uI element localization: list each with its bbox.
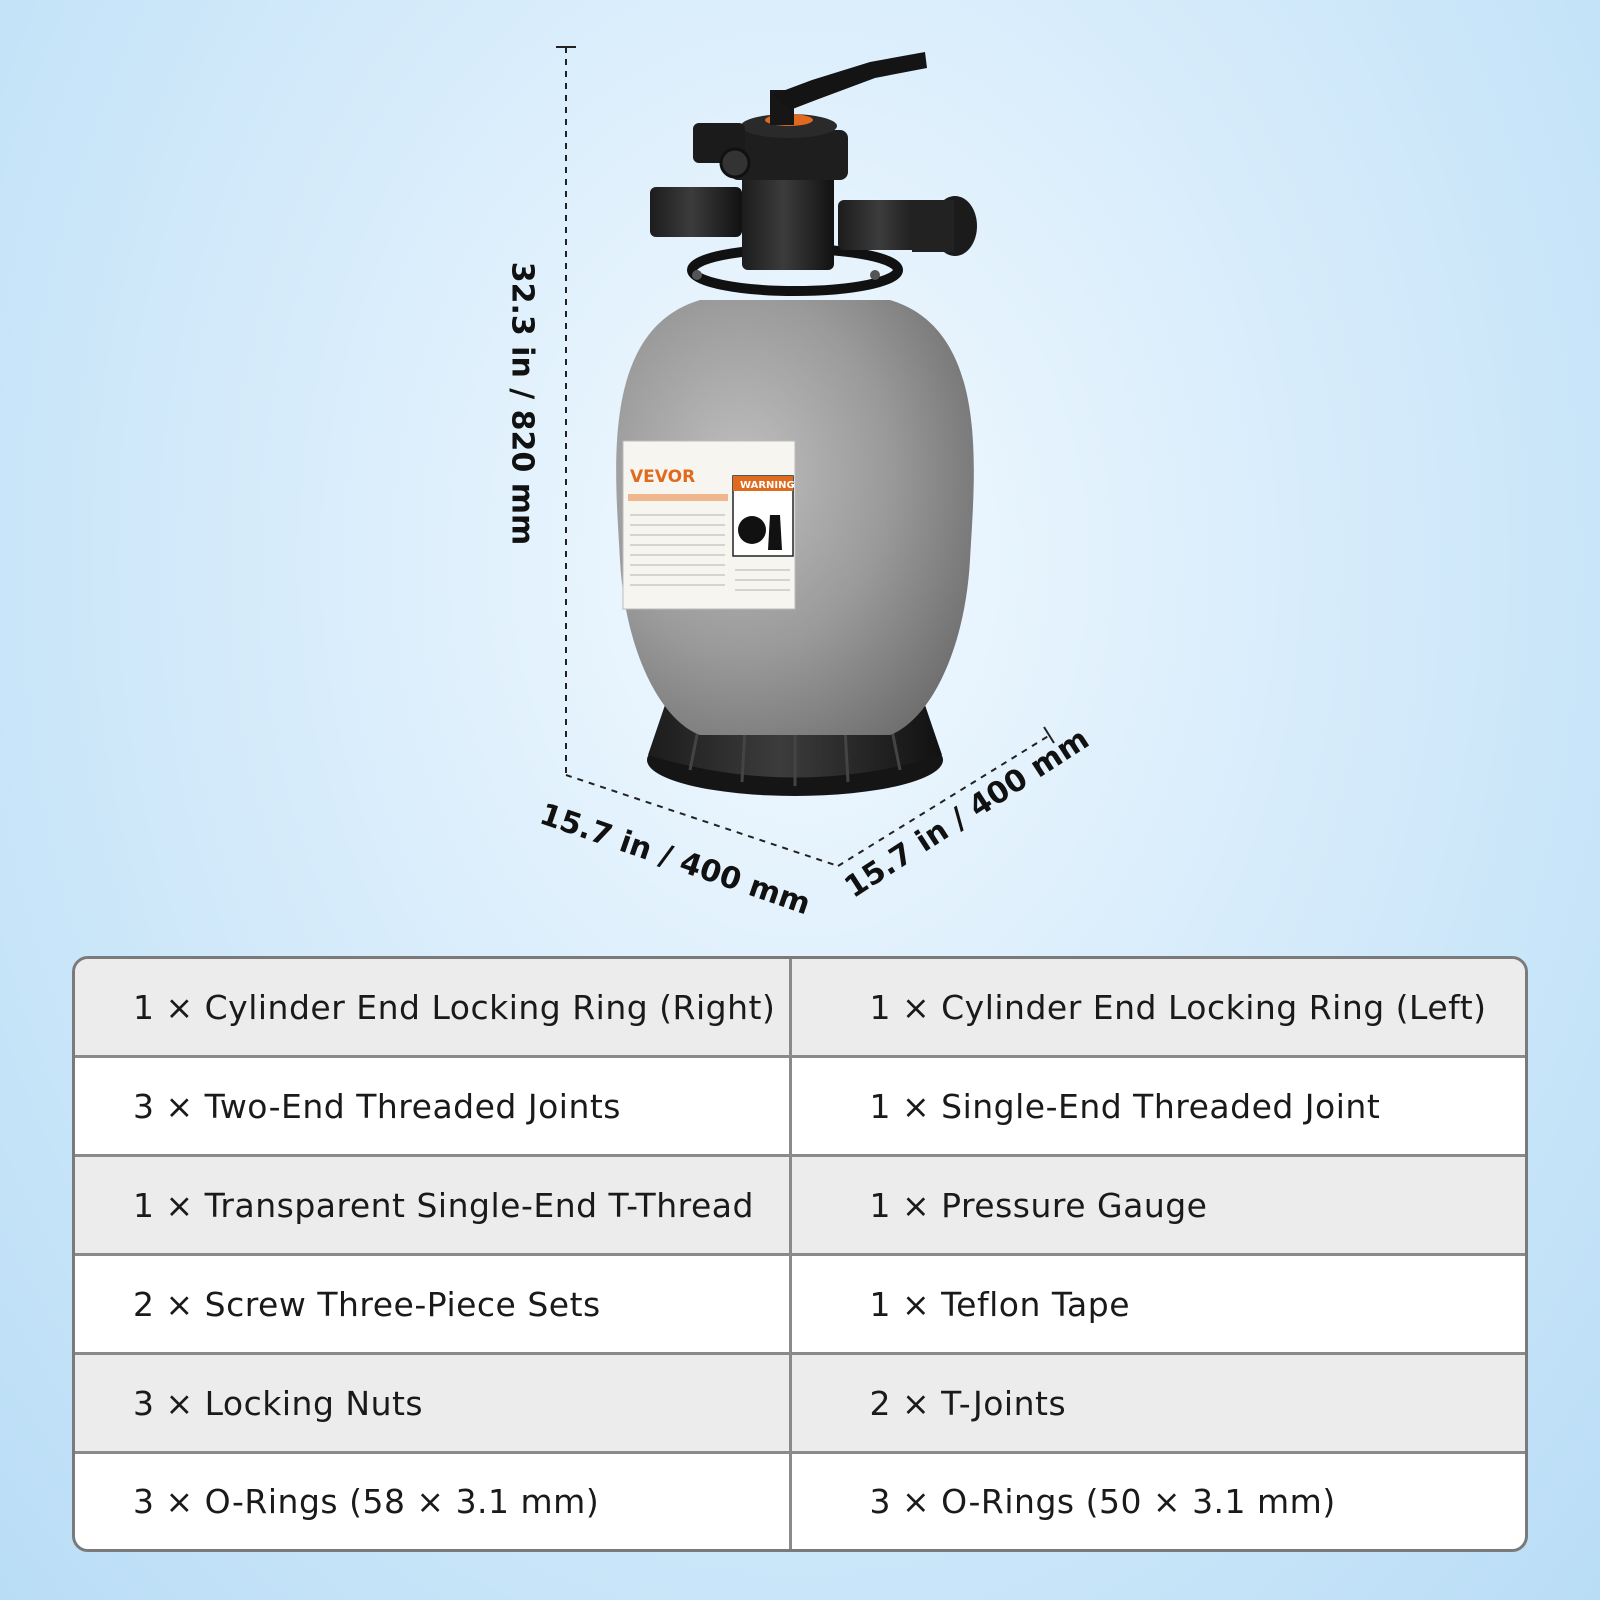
- table-row: 3 × Locking Nuts 2 × T-Joints: [75, 1355, 1525, 1454]
- brand-logo: VEVOR: [630, 467, 695, 487]
- part-cell: 1 × Cylinder End Locking Ring (Left): [869, 987, 1487, 1027]
- part-cell: 1 × Pressure Gauge: [869, 1185, 1208, 1225]
- table-row: 3 × Two-End Threaded Joints 1 × Single-E…: [75, 1058, 1525, 1157]
- tank-label: VEVOR WARNING: [622, 440, 796, 610]
- table-row: 1 × Transparent Single-End T-Thread 1 × …: [75, 1157, 1525, 1256]
- part-cell: 2 × Screw Three-Piece Sets: [75, 1256, 792, 1352]
- part-cell: 3 × O-Rings (58 × 3.1 mm): [75, 1454, 792, 1549]
- table-row: 1 × Cylinder End Locking Ring (Right) 1 …: [75, 959, 1525, 1058]
- dimension-lines: [565, 47, 1051, 867]
- part-cell: 2 × T-Joints: [869, 1383, 1067, 1423]
- height-dimension-label: 32.3 in / 820 mm: [504, 261, 540, 546]
- parts-list-table: 1 × Cylinder End Locking Ring (Right) 1 …: [72, 956, 1528, 1552]
- part-cell: 3 × Two-End Threaded Joints: [75, 1058, 792, 1154]
- part-cell: 1 × Cylinder End Locking Ring (Right): [75, 959, 792, 1055]
- part-cell: 3 × Locking Nuts: [75, 1355, 792, 1451]
- table-row: 2 × Screw Three-Piece Sets 1 × Teflon Ta…: [75, 1256, 1525, 1355]
- product-figure: VEVOR WARNING: [556, 46, 1055, 867]
- multiport-valve: [650, 52, 977, 270]
- part-cell: 1 × Single-End Threaded Joint: [869, 1086, 1381, 1126]
- part-cell: 1 × Teflon Tape: [869, 1284, 1131, 1324]
- part-cell: 1 × Transparent Single-End T-Thread: [75, 1157, 792, 1253]
- part-cell: 3 × O-Rings (50 × 3.1 mm): [869, 1482, 1336, 1521]
- table-row: 3 × O-Rings (58 × 3.1 mm) 3 × O-Rings (5…: [75, 1454, 1525, 1549]
- warning-label: WARNING: [740, 480, 795, 491]
